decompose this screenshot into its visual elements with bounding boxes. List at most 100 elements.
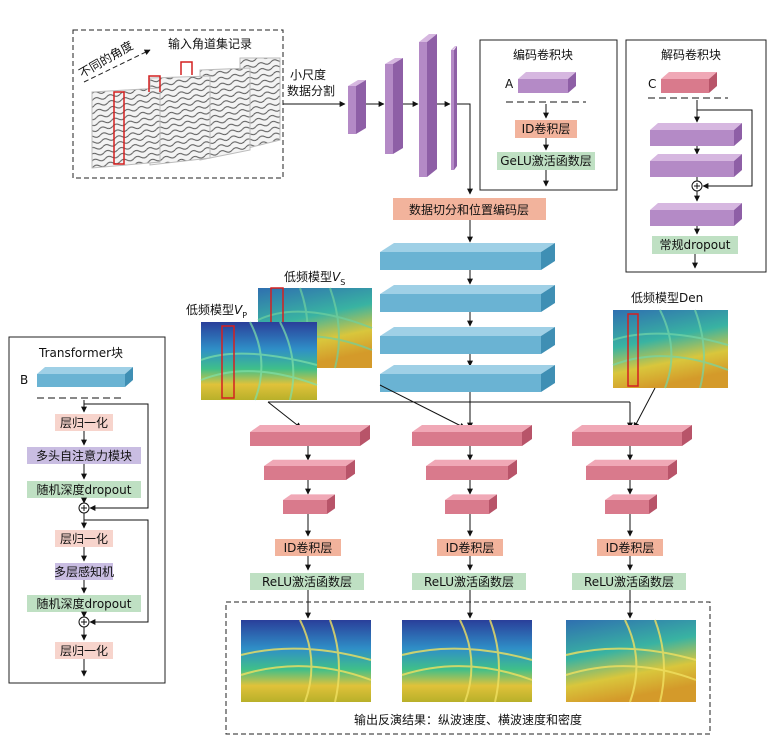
encoder-block-letter: A: [505, 77, 514, 91]
branch-act-box: [572, 573, 686, 590]
encoder-block-legend: 编码卷积块 A ID卷积层 GeLU激活函数层: [479, 39, 618, 191]
transformer-slab-1: [380, 243, 555, 270]
transformer-step-label: 随机深度dropout: [37, 482, 132, 497]
decoder-skip-arrow: [697, 109, 753, 189]
branch-conv-label: ID卷积层: [284, 540, 333, 555]
branch-conv-box: [275, 539, 341, 556]
encoder-slab-1: [348, 80, 366, 134]
encoder-act-label: GeLU激活函数层: [500, 153, 592, 168]
encoder-slab-2: [385, 58, 403, 154]
branch-slab-large: [250, 425, 370, 446]
input-panel: 不同的角度 输入角道集记录 小尺度 数据分割: [72, 29, 346, 179]
split-label-line1: 小尺度: [290, 67, 326, 82]
encoder-legend-slab: [518, 72, 576, 93]
angle-arrow: [83, 49, 151, 83]
branch-connectors: [267, 384, 656, 429]
transformer-block-title: Transformer块: [38, 346, 123, 360]
decoder-block-title: 解码卷积块: [661, 47, 721, 62]
branch-act-box: [412, 573, 526, 590]
decoder-slab-1: [650, 123, 742, 146]
output-panel: 输出反演结果：纵波速度、横波速度和密度: [225, 601, 711, 735]
output-den-image: [565, 619, 697, 703]
encoder-stack: [348, 34, 473, 195]
gather-window-3: [180, 61, 193, 75]
transformer-legend-slab: [37, 367, 133, 387]
transformer-step-2: [27, 447, 141, 464]
transformer-step-label: 多头自注意力模块: [36, 448, 132, 463]
branch-slab-medium: [426, 459, 517, 480]
transformer-steps: 层归一化多头自注意力模块随机深度dropout层归一化多层感知机随机深度drop…: [27, 400, 141, 677]
transformer-block-letter: B: [20, 373, 28, 387]
branch-act-box: [250, 573, 364, 590]
transformer-block-border: [8, 336, 166, 684]
decoder-block-letter: C: [648, 77, 656, 91]
branch-act-label: ReLU激活函数层: [584, 574, 674, 589]
transformer-step-3: [27, 481, 141, 498]
embed-label: 数据切分和位置编码层: [409, 202, 529, 217]
encoder-act-box: [497, 152, 595, 170]
decoder-block-legend: 解码卷积块 C 常规dro: [625, 39, 767, 273]
encoder-block-title: 编码卷积块: [513, 47, 573, 62]
seismic-gather-1: [91, 87, 161, 169]
lf-vp-label: 低频模型VP: [186, 303, 247, 320]
transformer-step-6: [27, 595, 141, 612]
transformer-step-label: 层归一化: [60, 532, 108, 546]
branch-slab-medium: [586, 459, 677, 480]
branch-slab-small: [605, 494, 657, 514]
transformer-step-label: 层归一化: [60, 644, 108, 658]
transformer-skip-2: [84, 519, 149, 625]
branch-slab-medium: [264, 459, 355, 480]
seismic-gathers: [91, 57, 281, 169]
decoder-slab-2: [650, 154, 742, 177]
transformer-step-4: [55, 530, 113, 547]
branch-conv-label: ID卷积层: [446, 540, 495, 555]
branch-slab-small: [283, 494, 335, 514]
split-label-line2: 数据分割: [287, 83, 335, 98]
enc-to-embed-arrow: [457, 103, 473, 195]
transformer-stack: 数据切分和位置编码层: [380, 198, 555, 392]
lf-vp-window: [221, 325, 235, 399]
branch-slab-small: [445, 494, 497, 514]
branch-conv-label: ID卷积层: [606, 540, 655, 555]
output-panel-border: [225, 601, 711, 735]
lf-den-model: 低频模型Den: [612, 291, 729, 389]
transformer-slab-2: [380, 285, 555, 312]
encoder-conv-box: [515, 120, 577, 138]
decoder-branch-vp: ID卷积层 ReLU激活函数层: [250, 425, 370, 619]
transformer-block-legend: Transformer块 B 层归一化多头自注意力模块随机深度dropout层归…: [8, 336, 166, 684]
angle-label: 不同的角度: [76, 38, 135, 81]
branch-conv-box: [597, 539, 663, 556]
lf-vp-model: 低频模型VP: [186, 303, 318, 401]
branch-slab-large: [572, 425, 692, 446]
branch-slab-large: [412, 425, 532, 446]
transformer-step-label: 层归一化: [60, 416, 108, 430]
encoder-slab-3: [419, 34, 437, 177]
lf-den-label: 低频模型Den: [631, 291, 703, 305]
lf-vs-label: 低频模型VS: [284, 270, 345, 287]
branch-act-label: ReLU激活函数层: [262, 574, 352, 589]
decoder-dropout-box: [652, 236, 738, 254]
decoder-block-border: [625, 39, 767, 273]
gather-label: 输入角道集记录: [168, 36, 252, 51]
encoder-block-border: [479, 39, 618, 191]
transformer-step-label: 随机深度dropout: [37, 596, 132, 611]
output-vs-image: [401, 619, 533, 703]
decoder-branches: ID卷积层ReLU激活函数层ID卷积层ReLU激活函数层ID卷积层ReLU激活函…: [250, 425, 692, 619]
lf-den-window: [627, 313, 639, 387]
output-label: 输出反演结果：纵波速度、横波速度和密度: [354, 712, 582, 727]
decoder-slab-3: [650, 203, 742, 226]
output-vp-image: [240, 619, 372, 703]
branch-conv-box: [437, 539, 503, 556]
transformer-step-5: [55, 563, 113, 580]
transformer-step-7: [55, 642, 113, 659]
decoder-dropout-label: 常规dropout: [660, 237, 731, 252]
gather-window-1: [113, 91, 125, 165]
transformer-slab-4: [380, 365, 555, 392]
transformer-step-1: [55, 414, 113, 431]
transformer-slab-3: [380, 327, 555, 354]
gather-window-2: [148, 75, 161, 92]
embed-box: [393, 198, 546, 220]
encoder-conv-label: ID卷积层: [522, 121, 571, 136]
